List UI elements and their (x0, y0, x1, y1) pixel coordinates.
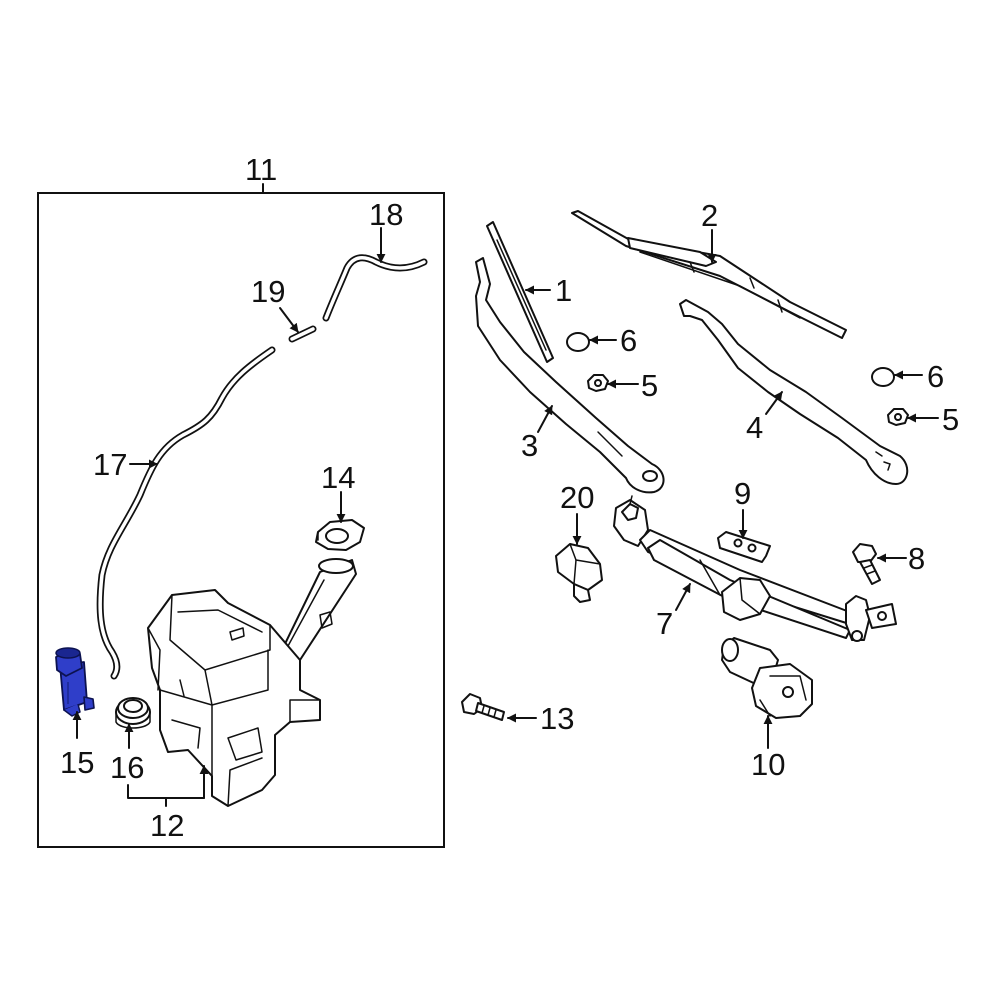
callout-3[interactable]: 3 (521, 428, 538, 463)
callout-6-driver[interactable]: 6 (620, 323, 637, 358)
callout-16[interactable]: 16 (110, 750, 144, 785)
washer-hose-upper[interactable] (322, 254, 428, 322)
kit-group-box (37, 192, 445, 848)
callout-10[interactable]: 10 (751, 747, 785, 782)
callout-9[interactable]: 9 (734, 476, 751, 511)
callout-14[interactable]: 14 (321, 460, 355, 495)
hose-connector[interactable] (288, 325, 317, 343)
callout-8[interactable]: 8 (908, 541, 925, 576)
callout-12[interactable]: 12 (150, 808, 184, 843)
callout-17[interactable]: 17 (93, 447, 127, 482)
wiper-linkage[interactable] (613, 495, 897, 642)
wiper-blade-passenger[interactable] (571, 210, 847, 339)
wiper-arm-driver[interactable] (475, 257, 665, 494)
arm-cap-passenger[interactable] (871, 367, 895, 387)
leader-lines (72, 227, 939, 807)
callout-20[interactable]: 20 (560, 480, 594, 515)
mounting-bolt-reservoir[interactable] (461, 693, 505, 721)
callout-5-driver[interactable]: 5 (641, 368, 658, 403)
callout-15[interactable]: 15 (60, 745, 94, 780)
wiper-blade-driver[interactable] (486, 221, 554, 363)
callout-5-passenger[interactable]: 5 (942, 402, 959, 437)
callout-18[interactable]: 18 (369, 197, 403, 232)
callout-6-passenger[interactable]: 6 (927, 359, 944, 394)
callout-labels: 1 2 3 4 5 5 6 6 7 8 9 10 11 12 13 14 15 … (60, 152, 959, 843)
callout-19[interactable]: 19 (251, 274, 285, 309)
mounting-bolt-linkage[interactable] (852, 543, 881, 585)
linkage-bracket[interactable] (717, 531, 771, 563)
arm-nut-passenger[interactable] (887, 408, 909, 426)
callout-7[interactable]: 7 (656, 606, 673, 641)
reservoir-cap[interactable] (315, 519, 365, 551)
wiper-motor[interactable] (721, 637, 813, 719)
callout-4[interactable]: 4 (746, 410, 763, 445)
callout-2[interactable]: 2 (701, 198, 718, 233)
callout-13[interactable]: 13 (540, 701, 574, 736)
callout-11[interactable]: 11 (245, 152, 277, 187)
washer-hose-lower[interactable] (96, 346, 276, 680)
washer-pump-highlighted[interactable] (55, 647, 95, 717)
arm-nut-driver[interactable] (587, 374, 609, 392)
rain-sensor-module[interactable] (555, 543, 603, 603)
callout-1[interactable]: 1 (555, 273, 572, 308)
wiper-arm-passenger[interactable] (679, 299, 909, 485)
pump-grommet[interactable] (115, 697, 151, 729)
arm-cap-driver[interactable] (566, 332, 590, 352)
washer-reservoir-tank[interactable] (147, 558, 357, 807)
